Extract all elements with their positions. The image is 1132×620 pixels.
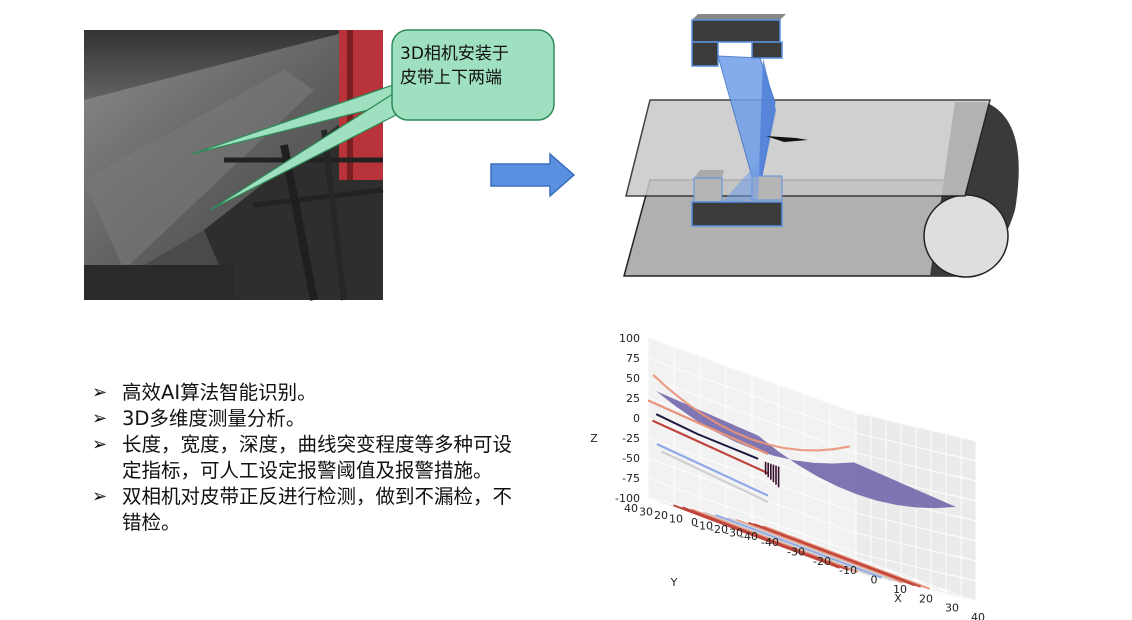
y-tick-label: -30 [725, 527, 743, 540]
callout-line-2: 皮带上下两端 [400, 68, 502, 88]
x-tick-label: 20 [919, 592, 933, 605]
callout-line-1: 3D相机安装于 [400, 44, 509, 64]
feature-text: 高效AI算法智能识别。 [122, 381, 317, 404]
feature-text: 3D多维度测量分析。 [122, 407, 306, 430]
x-tick-label: 10 [893, 583, 907, 596]
belt-surface [656, 391, 956, 509]
grid-line-z [647, 337, 977, 442]
bullet-arrow-icon: ➢ [92, 382, 108, 403]
floor-projection [715, 514, 882, 579]
side-wall-projection [656, 443, 769, 497]
x-tick-label: -10 [839, 564, 857, 577]
z-tick-label: 100 [619, 332, 640, 345]
bullet-arrow-icon: ➢ [92, 408, 108, 429]
x-tick-label: -20 [813, 555, 831, 568]
grid-line-z [647, 357, 977, 462]
feature-item: ➢ 3D多维度测量分析。 [92, 406, 512, 432]
x-tick-label: -30 [787, 545, 805, 558]
bullet-arrow-icon: ➢ [92, 486, 108, 507]
back-wall-projection [652, 374, 850, 452]
grid-line-z [647, 457, 977, 562]
z-tick-label: 50 [626, 372, 640, 385]
plot-marks [647, 374, 956, 590]
y-tick-label: 40 [624, 502, 638, 515]
plot-ticks: 1007550250-25-50-75-100-40-30-20-1001020… [590, 332, 985, 620]
conveyor-photo [84, 30, 384, 301]
floor-projection [691, 508, 858, 573]
z-tick-label: -25 [622, 432, 640, 445]
feature-list: ➢ 高效AI算法智能识别。 ➢ 3D多维度测量分析。 ➢ 长度，宽度，深度，曲线… [92, 380, 512, 536]
floor-projection [703, 511, 870, 576]
floor-projection [748, 521, 915, 587]
y-tick-label: 0 [691, 516, 698, 529]
side-wall-projection [661, 450, 769, 503]
x-tick-label: 0 [871, 574, 878, 587]
camera-belt-schematic [623, 14, 1019, 278]
y-axis-label: Y [670, 576, 678, 589]
floor-projection [727, 516, 894, 582]
z-axis-label: Z [590, 432, 598, 445]
z-tick-label: 25 [626, 392, 640, 405]
y-tick-label: -20 [710, 523, 728, 536]
feature-text: 双相机对皮带正反进行检测，做到不漏检，不错检。 [122, 485, 513, 534]
feature-item: ➢ 长度，宽度，深度，曲线突变程度等多种可设定指标，可人工设定报警阈值及报警措施… [92, 432, 512, 484]
grid-line-z [647, 437, 977, 542]
point-cloud-3d-plot: 1007550250-25-50-75-100-40-30-20-1001020… [590, 332, 985, 620]
z-tick-label: -100 [615, 492, 640, 505]
feature-item: ➢ 双相机对皮带正反进行检测，做到不漏检，不错检。 [92, 484, 512, 536]
feature-text: 长度，宽度，深度，曲线突变程度等多种可设定指标，可人工设定报警阈值及报警措施。 [122, 433, 513, 482]
z-tick-label: -75 [622, 472, 640, 485]
y-tick-label: 10 [669, 513, 683, 526]
grid-line-z [647, 497, 977, 602]
floor-projection [673, 504, 840, 569]
surface-edge-line [655, 413, 759, 460]
x-axis-label: X [894, 592, 902, 605]
grid-line-z [647, 377, 977, 482]
feature-item: ➢ 高效AI算法智能识别。 [92, 380, 512, 406]
side-wall-projection [652, 419, 769, 475]
x-tick-label: 30 [945, 602, 959, 615]
grid-line-z [647, 477, 977, 582]
y-tick-label: 20 [654, 509, 668, 522]
x-tick-label: -40 [761, 536, 779, 549]
floor-projection [763, 525, 930, 590]
z-tick-label: 75 [626, 352, 640, 365]
right-arrow-icon [490, 152, 576, 198]
side-wall-projection [647, 399, 769, 456]
floor-projection [736, 519, 903, 584]
callout-label: 3D相机安装于 皮带上下两端 [400, 42, 560, 90]
y-tick-label: 30 [639, 506, 653, 519]
y-tick-label: -10 [695, 520, 713, 533]
y-tick-label: -40 [740, 530, 758, 543]
x-tick-label: 40 [971, 611, 985, 620]
z-tick-label: 0 [633, 412, 640, 425]
z-tick-label: -50 [622, 452, 640, 465]
floor-projection [682, 506, 849, 571]
bullet-arrow-icon: ➢ [92, 434, 108, 455]
